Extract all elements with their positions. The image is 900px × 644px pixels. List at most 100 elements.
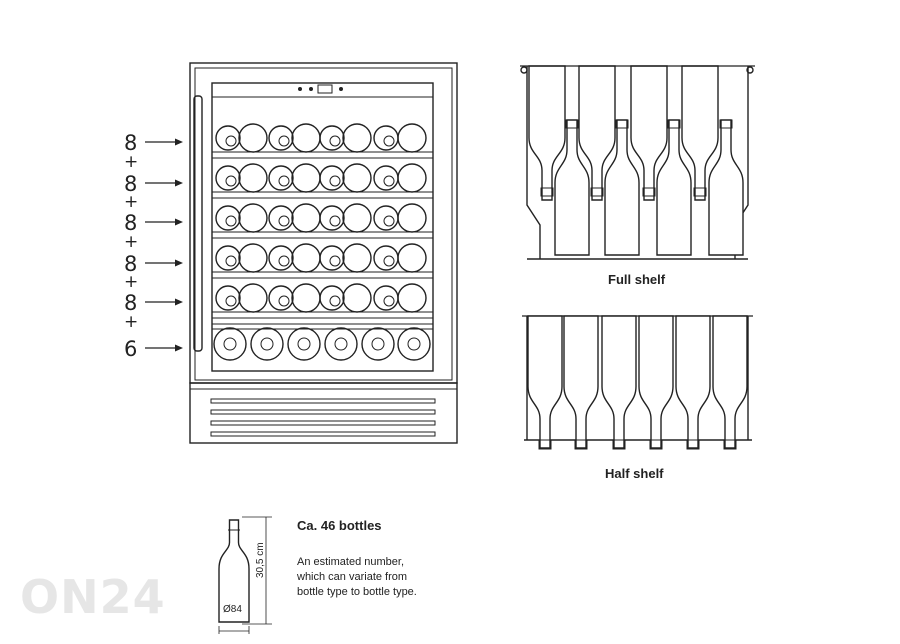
bottle-neck-inner xyxy=(329,175,341,187)
wine-bottle-back xyxy=(578,65,616,201)
arrow-head xyxy=(175,138,183,146)
bottle-neck-outer xyxy=(268,245,294,271)
bottle-cap xyxy=(649,439,663,450)
bottle-neck-inner xyxy=(329,255,341,267)
bottle-punt xyxy=(297,337,311,351)
wine-bottle-icon xyxy=(218,516,272,634)
bottle-neck-inner xyxy=(278,255,290,267)
bottle-bottom xyxy=(342,283,372,313)
bottle-bottom xyxy=(287,327,321,361)
bottle-bottom xyxy=(397,283,427,313)
full-shelf-label: Full shelf xyxy=(608,272,666,287)
bottle-neck-inner xyxy=(329,135,341,147)
cooler-body-outline xyxy=(189,62,458,384)
bottle-bottom xyxy=(397,243,427,273)
bottle-bottom xyxy=(342,243,372,273)
bottle-height-label: 30,5 cm xyxy=(255,542,266,578)
bottle-neck-clip xyxy=(590,187,604,197)
bottle-bottom xyxy=(342,203,372,233)
bottle-neck-clip xyxy=(693,187,707,197)
wine-bottle-half xyxy=(563,315,599,449)
shelf-rail xyxy=(211,151,434,159)
bottle-neck-outer xyxy=(373,245,399,271)
wine-bottle-half xyxy=(712,315,748,449)
full-shelf-drawing xyxy=(520,65,755,260)
arrow-right-icon xyxy=(145,298,183,306)
bottle-cap xyxy=(565,119,579,129)
control-dot xyxy=(298,87,302,91)
vent-slot xyxy=(210,409,436,415)
bottle-neck-inner xyxy=(278,295,290,307)
bottle-neck-outer xyxy=(215,245,241,271)
bottle-neck-inner xyxy=(329,295,341,307)
shelf-rail xyxy=(211,191,434,199)
bottle-bottom xyxy=(291,243,321,273)
shelf-capacity-label: 6 xyxy=(124,337,138,361)
bottle-neck-outer xyxy=(319,205,345,231)
bottle-neck-inner xyxy=(225,295,237,307)
description-line: bottle type to bottle type. xyxy=(297,586,417,598)
wine-bottle-half xyxy=(675,315,711,449)
bottle-punt xyxy=(260,337,274,351)
bottle-count-description: An estimated number, which can variate f… xyxy=(297,555,417,600)
bottle-bottom xyxy=(397,163,427,193)
bottle-neck-outer xyxy=(268,285,294,311)
bottle-neck-inner xyxy=(225,215,237,227)
wine-bottle-half xyxy=(638,315,674,449)
shelf-rail xyxy=(211,231,434,239)
shelf-side-left xyxy=(526,66,541,259)
arrow-head xyxy=(175,298,183,306)
bottle-neck-inner xyxy=(329,215,341,227)
bottle-neck-outer xyxy=(319,165,345,191)
bottle-neck-inner xyxy=(383,175,395,187)
wine-bottle-front xyxy=(708,119,744,256)
half-shelf-drawing xyxy=(522,315,753,450)
wine-bottle-back xyxy=(630,65,668,201)
arrow-right-icon xyxy=(145,138,183,146)
description-line: which can variate from xyxy=(297,571,408,583)
bottle-neck-inner xyxy=(383,135,395,147)
plus-label: + xyxy=(124,192,139,212)
bottle-neck-outer xyxy=(215,205,241,231)
wine-bottle-front xyxy=(554,119,590,256)
half-shelf-label: Half shelf xyxy=(605,466,664,481)
shelf-rail xyxy=(211,311,434,319)
bottle-bottom xyxy=(342,123,372,153)
shelf-screw xyxy=(520,66,528,74)
bottle-neck-outer xyxy=(373,205,399,231)
shelf-capacity-label: 8 xyxy=(124,252,138,276)
bottle-neck-inner xyxy=(278,215,290,227)
bottle-cap xyxy=(719,119,733,129)
bottle-punt xyxy=(407,337,421,351)
arrow-right-icon xyxy=(145,344,183,352)
vent-slot xyxy=(210,398,436,404)
description-line: An estimated number, xyxy=(297,556,405,568)
bottle-punt xyxy=(371,337,385,351)
bottle-neck-outer xyxy=(268,165,294,191)
bottle-cap xyxy=(686,439,700,450)
control-display xyxy=(317,84,333,94)
bottle-neck-outer xyxy=(373,165,399,191)
shelf-capacity-label: 8 xyxy=(124,131,138,155)
control-dot xyxy=(339,87,343,91)
bottle-neck-clip xyxy=(540,187,554,197)
wine-cooler-front-view xyxy=(189,62,458,444)
bottle-bottom xyxy=(238,243,268,273)
bottle-cap xyxy=(615,119,629,129)
wine-bottle-back xyxy=(528,65,566,201)
bottle-neck-inner xyxy=(225,135,237,147)
bottle-punt xyxy=(334,337,348,351)
bottle-neck-outer xyxy=(268,205,294,231)
bottom-shelf-rail xyxy=(211,323,434,330)
vent-slot xyxy=(210,431,436,437)
shelf-rail xyxy=(211,271,434,279)
bottle-bottom xyxy=(250,327,284,361)
bottle-neck-outer xyxy=(215,165,241,191)
bottle-diameter-label: Ø84 xyxy=(223,604,242,615)
bottle-cap xyxy=(538,439,552,450)
shelf-screw xyxy=(746,66,754,74)
arrow-right-icon xyxy=(145,218,183,226)
arrow-head xyxy=(175,179,183,187)
door-handle xyxy=(193,95,203,352)
